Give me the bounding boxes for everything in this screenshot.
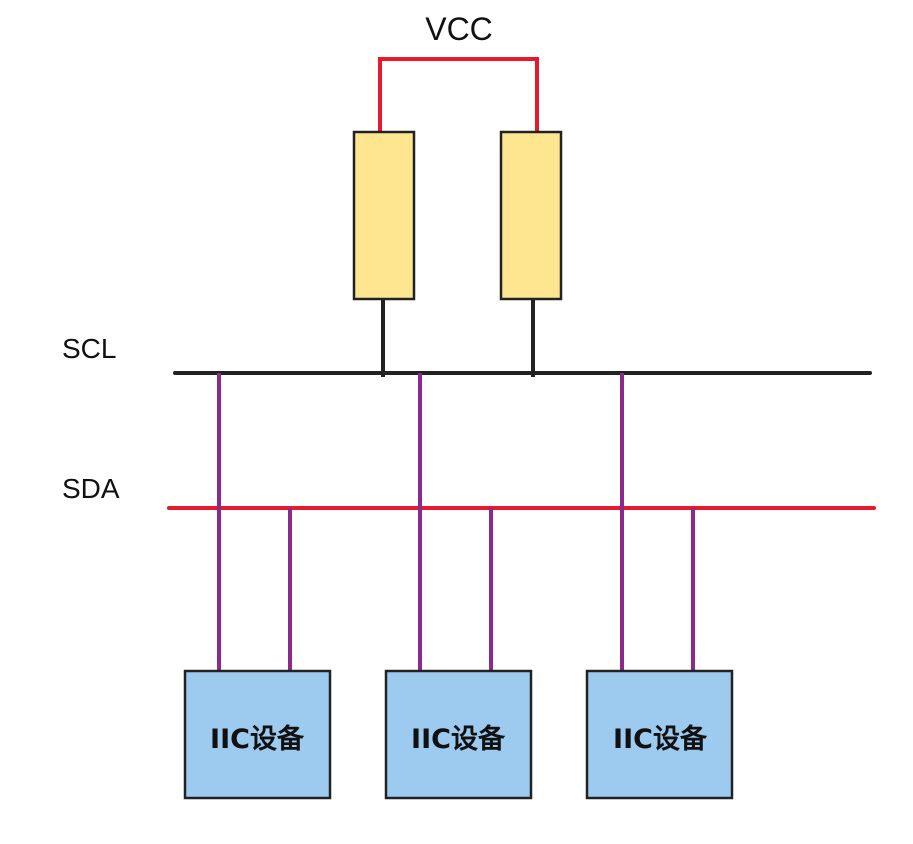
pull-up-resistor-scl	[352, 130, 416, 301]
device-label: IIC设备	[613, 724, 708, 755]
iic-device-3: IIC设备	[585, 669, 734, 800]
vcc-wire	[378, 57, 539, 132]
vcc-label: VCC	[425, 11, 493, 47]
device-label: IIC设备	[411, 724, 506, 755]
sda-label: SDA	[62, 473, 120, 504]
iic-device-2: IIC设备	[384, 669, 533, 800]
pull-up-resistor-sda	[499, 130, 563, 301]
scl-label: SCL	[62, 333, 116, 364]
iic-device-1: IIC设备	[183, 669, 332, 800]
device-label: IIC设备	[210, 724, 305, 755]
